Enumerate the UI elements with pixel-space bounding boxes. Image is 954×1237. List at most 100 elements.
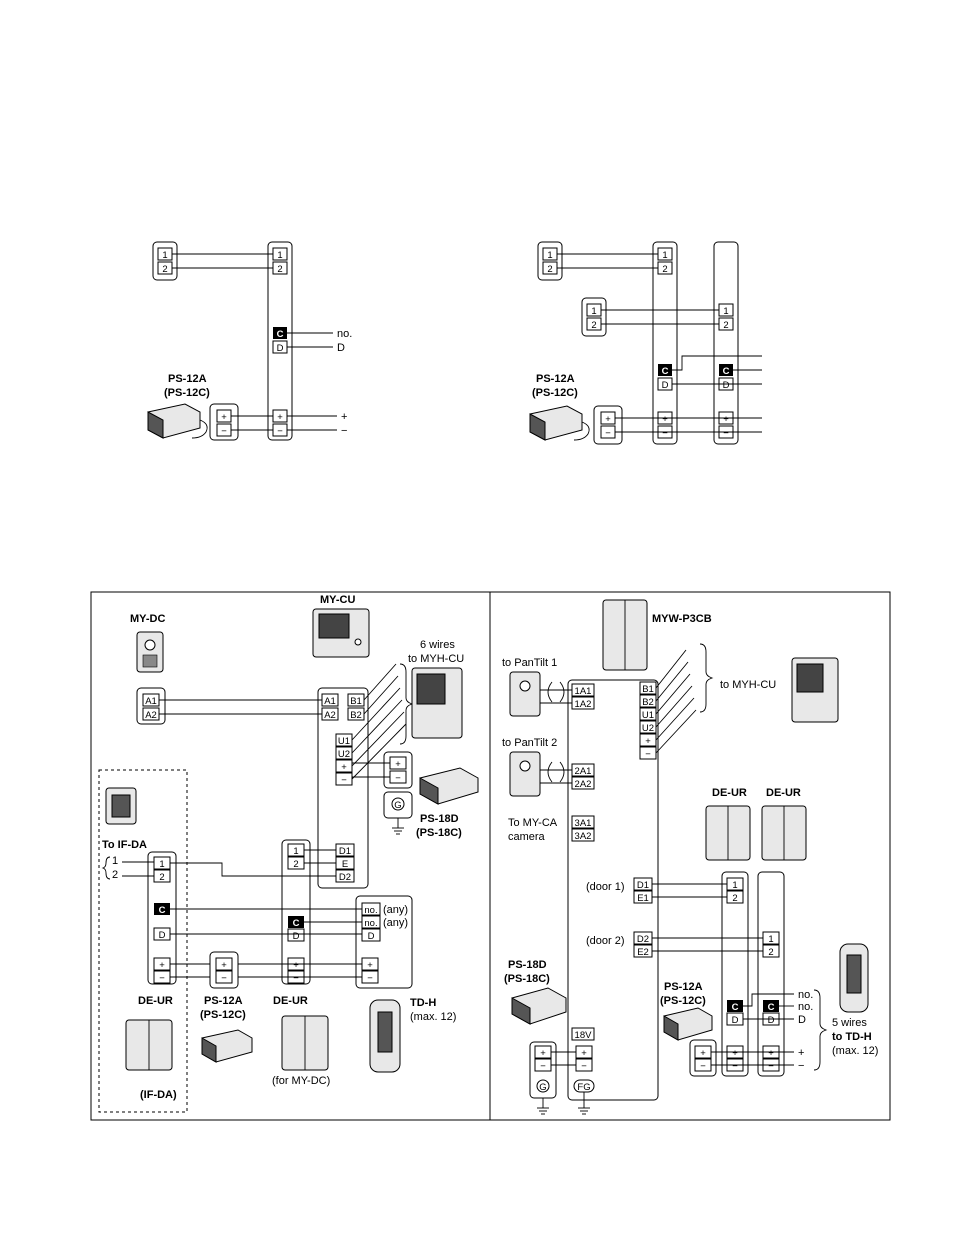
diagram-d-deur1-term-minus-label: − bbox=[732, 1061, 738, 1072]
door-camera-icon bbox=[136, 631, 164, 673]
diagram-d-pantilt1-loop bbox=[547, 681, 565, 703]
diagram-c-brace bbox=[101, 856, 111, 880]
diagram-c-deur2-term-d-label: D bbox=[293, 931, 300, 942]
diagram-c-term-e-label: E bbox=[342, 859, 348, 870]
diagram-c-deur-1-label: DE-UR bbox=[138, 995, 173, 1007]
diagram-d-term-2a1-label: 2A1 bbox=[575, 766, 592, 777]
diagram-a-master-term-2-label: 2 bbox=[277, 264, 282, 275]
diagram-b-psu-term-plus-label: + bbox=[605, 414, 611, 425]
diagram-b-m1-term-c bbox=[658, 364, 672, 376]
diagram-b-psu-alt: (PS-12C) bbox=[532, 387, 578, 399]
diagram-d-term-3a2 bbox=[571, 828, 595, 842]
diagram-d-term-b1-label: B1 bbox=[642, 684, 654, 695]
diagram-d-myw-term-minus-label: − bbox=[581, 1061, 587, 1072]
diagram-a-master-term-minus-label: − bbox=[277, 426, 283, 437]
diagram-c-to-myhcu-label: to MYH-CU bbox=[408, 653, 464, 665]
diagram-d-term-minus-label: − bbox=[645, 749, 651, 760]
diagram-a-psu-term-plus-label: + bbox=[221, 412, 227, 423]
diagram-c-deur2-term-2-label: 2 bbox=[293, 859, 298, 870]
diagram-b-m1-term-2-label: 2 bbox=[662, 264, 667, 275]
diagram-c-ps18-term-plus-label: + bbox=[395, 759, 401, 770]
diagram-c-ifda-label: (IF-DA) bbox=[140, 1089, 177, 1101]
diagram-d-deur2-term-2-label: 2 bbox=[768, 947, 773, 958]
diagram-c-term-b1-label: B1 bbox=[350, 696, 362, 707]
diagram-c-tdh-term-no-2-label: no. bbox=[364, 918, 377, 929]
diagram-d-ground-g-label: G bbox=[539, 1082, 546, 1093]
diagram-d-deur1-term-2-label: 2 bbox=[732, 893, 737, 904]
diagram-c-term-d2-label: D2 bbox=[339, 872, 351, 883]
diagram-d-term-u2-label: U2 bbox=[642, 723, 654, 734]
diagram-d-term-1a1-label: 1A1 bbox=[575, 686, 592, 697]
diagram-b-psu-model: PS-12A bbox=[536, 373, 575, 385]
diagram-c-deur2-term-d bbox=[287, 928, 305, 942]
diagram-d-ps18d-label: PS-18D bbox=[508, 959, 547, 971]
diagram-d-ps12-term-plus-label: + bbox=[700, 1048, 706, 1059]
diagram-d-out-minus: − bbox=[798, 1060, 804, 1072]
diagram-b-psu-term-minus-label: − bbox=[605, 428, 611, 439]
diagram-d-term-1a2-label: 1A2 bbox=[575, 699, 592, 710]
diagram-a-term-2-label: 2 bbox=[162, 264, 167, 275]
diagram-b-st2-term-1-label: 1 bbox=[591, 306, 596, 317]
diagram-c-for-mydc-label: (for MY-DC) bbox=[272, 1075, 330, 1087]
diagram-d-myw-label: MYW-P3CB bbox=[652, 613, 712, 625]
diagram-c-deur2-term-c bbox=[288, 916, 304, 928]
ifda-speaker-icon bbox=[105, 787, 137, 825]
diagram-d-ground-fg-label: FG bbox=[577, 1082, 590, 1093]
diagram-b: 1 2 1 2 1 2 C D + − 1 2 C D + − bbox=[529, 241, 762, 445]
diagram-d-deur-1-label: DE-UR bbox=[712, 787, 747, 799]
diagram-d-five-wires-label: 5 wires bbox=[832, 1017, 867, 1029]
diagram-c-deur-ifda bbox=[147, 851, 177, 985]
diagram-c-term-u1-label: U1 bbox=[338, 736, 350, 747]
diagram-c-to-ifda-label: To IF-DA bbox=[102, 839, 147, 851]
diagram-d-pantilt-2-label: to PanTilt 2 bbox=[502, 737, 557, 749]
diagram-c-ps12-term-plus-label: + bbox=[221, 960, 227, 971]
diagram-d-to-myca-label: To MY-CA bbox=[508, 817, 558, 829]
diagram-c-term-d1-label: D1 bbox=[339, 846, 351, 857]
diagram-d-term-3a1 bbox=[571, 815, 595, 829]
diagram-d-out-no-1: no. bbox=[798, 989, 813, 1001]
diagram-d-ps12-term-minus-label: − bbox=[700, 1061, 706, 1072]
monitor-icon bbox=[312, 608, 370, 658]
diagram-d-monitor-icon bbox=[791, 657, 839, 723]
diagram-d-out-plus: + bbox=[798, 1047, 804, 1059]
pantilt-2-camera-icon bbox=[509, 751, 541, 797]
diagram-d-five-wires-brace bbox=[813, 989, 828, 1071]
diagram-c-ps12-term-plus bbox=[215, 957, 233, 971]
diagram-d: MYW-P3CB to PanTilt 1 to PanTilt 2 To MY… bbox=[502, 599, 878, 1115]
diagram-a-master-term-plus-label: + bbox=[277, 412, 283, 423]
diagram-c-mycu-unit bbox=[317, 687, 369, 889]
diagram-c-term-plus-label: + bbox=[341, 762, 347, 773]
monitor-myhcu-icon bbox=[411, 667, 463, 739]
diagram-d-term-3a2-label: 3A2 bbox=[575, 831, 592, 842]
diagram-b-m2-term-c-label: C bbox=[723, 366, 730, 377]
diagram-b-m1-term-1-label: 1 bbox=[662, 250, 667, 261]
diagram-c-deur1-term-c bbox=[154, 903, 170, 915]
diagram-a-out-no: no. bbox=[337, 328, 352, 340]
diagram-d-term-2a2-label: 2A2 bbox=[575, 779, 592, 790]
diagram-d-term-d2-label: D2 bbox=[637, 934, 649, 945]
diagram-d-ground-g bbox=[536, 1079, 550, 1093]
diagram-b-st1-term-2-label: 2 bbox=[547, 264, 552, 275]
diagram-d-term-d1-label: D1 bbox=[637, 880, 649, 891]
myw-p3cb-icon bbox=[602, 599, 648, 671]
diagram-b-m2-term-d-label: D bbox=[723, 380, 730, 391]
diagram-c-term-b2-label: B2 bbox=[350, 710, 362, 721]
diagram-d-ps12c-label: (PS-12C) bbox=[660, 995, 706, 1007]
diagram-d-deur-2-label: DE-UR bbox=[766, 787, 801, 799]
diagram-d-deur1-term-c-label: C bbox=[732, 1002, 739, 1013]
diagram-c-term-minus-label: − bbox=[341, 775, 347, 786]
diagram-c-term-u2-label: U2 bbox=[338, 749, 350, 760]
diagram-d-camera-label: camera bbox=[508, 831, 546, 843]
diagram-c-tdh-max-label: (max. 12) bbox=[410, 1011, 456, 1023]
diagram-c-mycu-term-a2-label: A2 bbox=[324, 710, 336, 721]
diagram-d-ground-icon-2 bbox=[578, 1107, 590, 1115]
diagram-c-any-1: (any) bbox=[383, 904, 408, 916]
diagram-d-ps18-term-minus-label: − bbox=[540, 1061, 546, 1072]
diagram-a-psu-term-minus-label: − bbox=[221, 426, 227, 437]
diagram-d-deur2-term-c bbox=[763, 1000, 779, 1012]
diagram-a-psu-model: PS-12A bbox=[168, 373, 207, 385]
diagram-a-term-d-label: D bbox=[277, 343, 284, 354]
diagram-c-deur1-term-plus-label: + bbox=[159, 960, 165, 971]
diagram-c-ifda-dashed-region bbox=[98, 769, 188, 1113]
